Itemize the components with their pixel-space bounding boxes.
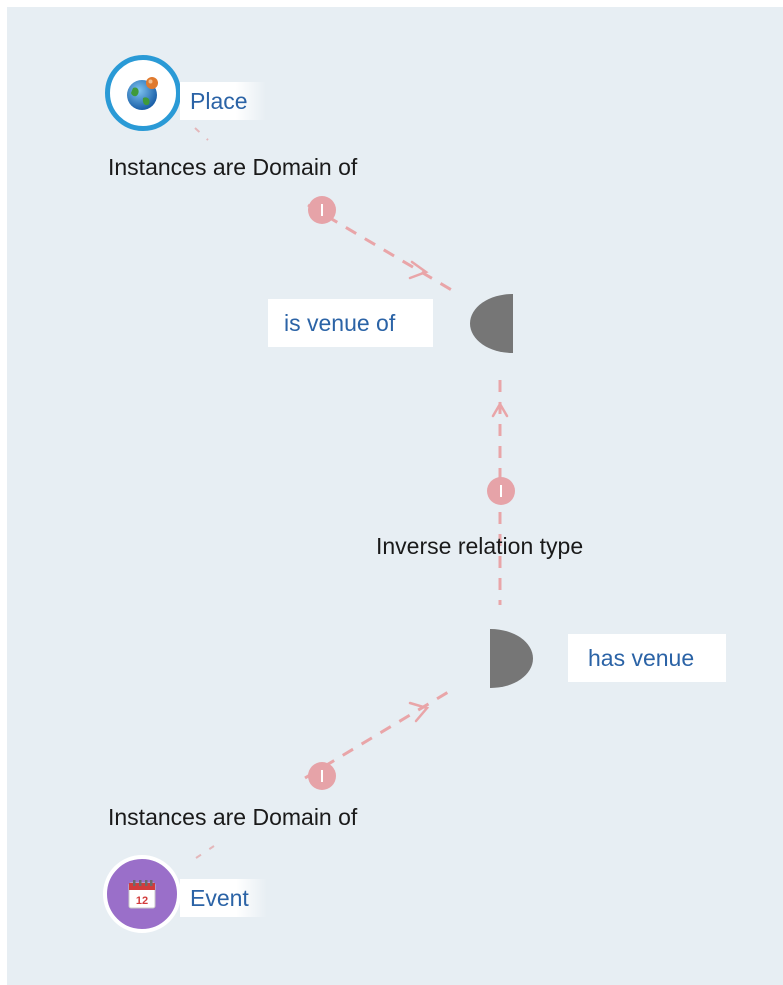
globe-pin-icon xyxy=(127,77,158,110)
event-edge-stub xyxy=(195,845,215,859)
calendar-day: 12 xyxy=(136,895,148,907)
place-node[interactable] xyxy=(105,55,181,131)
graph-canvas[interactable] xyxy=(7,7,783,985)
event-node[interactable]: 12 xyxy=(103,855,181,933)
edge-arrow-3 xyxy=(408,701,430,723)
is-venue-of-label[interactable]: is venue of xyxy=(268,299,433,347)
event-label[interactable]: Event xyxy=(180,879,267,917)
edge-arrow-1 xyxy=(408,260,429,280)
inverse-edge-badge[interactable] xyxy=(487,477,515,505)
place-edge-stub xyxy=(194,127,209,141)
event-domain-edge-label: Instances are Domain of xyxy=(108,804,358,830)
place-edge-badge[interactable] xyxy=(308,196,336,224)
edge-place-to-is-venue-of xyxy=(307,203,456,294)
edge-event-to-has-venue xyxy=(304,686,456,780)
place-domain-edge-label: Instances are Domain of xyxy=(108,154,358,180)
event-edge-badge[interactable] xyxy=(308,762,336,790)
place-label[interactable]: Place xyxy=(180,82,266,120)
has-venue-label[interactable]: has venue xyxy=(568,634,726,682)
edge-arrow-2 xyxy=(491,401,509,418)
calendar-icon: 12 xyxy=(128,880,156,909)
inverse-edge-label: Inverse relation type xyxy=(376,533,584,559)
